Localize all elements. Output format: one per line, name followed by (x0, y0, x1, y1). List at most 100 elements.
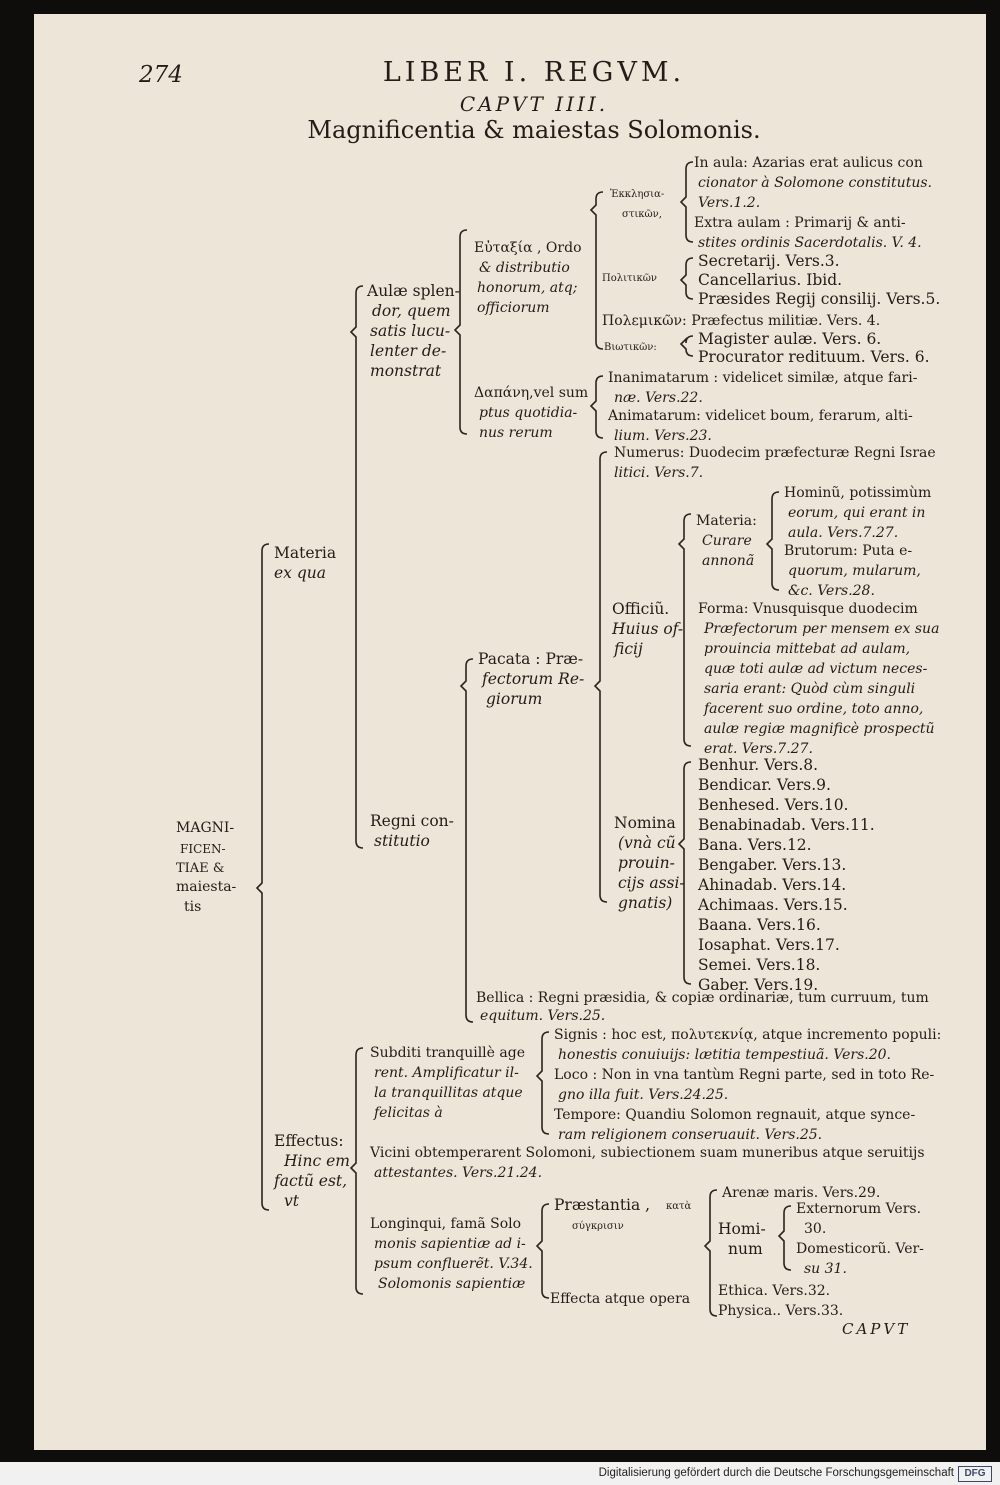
footer-text: Digitalisierung gefördert durch die Deut… (598, 1467, 954, 1479)
ethica-text: Ethica. Vers.32. (718, 1283, 831, 1299)
bracket (703, 1189, 718, 1317)
materia2-label: annonã (702, 553, 755, 569)
arenae-text: Arenæ maris. Vers.29. (722, 1185, 881, 1201)
pacata-label: fectorum Re- (482, 670, 585, 688)
subditi-label: Subditi tranquillè age (370, 1045, 525, 1061)
dapane-label: ptus quotidia- (479, 405, 578, 421)
domesticorum-text: Domesticorũ. Ver- (796, 1241, 924, 1257)
digitization-footer: Digitalisierung gefördert durch die Deut… (0, 1462, 1000, 1485)
cancellarius-text: Cancellarius. Ibid. (698, 271, 843, 289)
domesticorum-text: su 31. (804, 1261, 847, 1277)
page-number: 274 (139, 62, 183, 88)
dfg-logo: DFG (958, 1466, 992, 1482)
name-entry: Benhesed. Vers.10. (698, 796, 849, 814)
longinqui-text: Longinqui, famã Solo (370, 1216, 522, 1232)
chapter-subject: Magnificentia & maiestas Solomonis. (307, 116, 761, 144)
bracket (535, 1203, 550, 1299)
vicini-text: Vicini obtemperarent Solomoni, subiectio… (370, 1145, 925, 1161)
kata-label: κατὰ (666, 1201, 692, 1212)
book-page: 274 LIBER I. REGVM. CAPVT IIII. Magnific… (34, 14, 986, 1450)
extra-aulam-text: Extra aulam : Primarij & anti- (694, 215, 906, 231)
running-title: LIBER I. REGVM. (382, 57, 686, 88)
externorum-text: 30. (804, 1221, 827, 1237)
catchword: CAPVT (842, 1320, 911, 1338)
in-aula-text: In aula: Azarias erat aulicus con (694, 155, 923, 171)
bracket (777, 1205, 792, 1271)
root-term: TIAE & (176, 861, 225, 876)
animatarum-text: Animatarum: videlicet boum, ferarum, alt… (608, 408, 913, 424)
aulae-label: dor, quem (372, 302, 451, 320)
nomina-label: Nomina (614, 814, 676, 832)
secretarii-text: Secretarij. Vers.3. (698, 252, 840, 270)
longinqui-text: monis sapientiæ ad i- (374, 1236, 526, 1252)
subditi-label: felicitas à (374, 1105, 443, 1121)
forma-text: Præfectorum per mensem ex sua (704, 621, 940, 637)
solomonis-sapientiae-text: Solomonis sapientiæ (378, 1276, 526, 1292)
homi-num-label: num (728, 1240, 763, 1258)
eutaxia-label: officiorum (477, 300, 550, 316)
tempore-text: ram religionem conseruauit. Vers.25. (558, 1127, 823, 1143)
name-entry: Baana. Vers.16. (698, 916, 821, 934)
extra-aulam-text: stites ordinis Sacerdotalis. V. 4. (698, 235, 922, 251)
effecta-label: Effecta atque opera (550, 1291, 691, 1307)
aulae-label: lenter de- (370, 342, 447, 360)
regni-label: Regni con- (370, 812, 454, 830)
forma-text: aulæ regiæ magnificè prospectũ (704, 721, 935, 737)
nomina-label: cijs assi- (618, 874, 685, 892)
tempore-text: Tempore: Quandiu Solomon regnauit, atque… (554, 1107, 916, 1123)
effectus-label: vt (284, 1192, 299, 1210)
brutorum-text: &c. Vers.28. (788, 583, 875, 599)
forma-text: quæ toti aulæ ad victum neces- (704, 661, 928, 677)
bracket (765, 491, 780, 591)
polemikon-label: Πολεμικῶν: Præfectus militiæ. Vers. 4. (602, 313, 881, 329)
ekklesiastikon-label: στικῶν, (622, 209, 662, 220)
name-entry: Benabinadab. Vers.11. (698, 816, 875, 834)
effectus-label: Hinc em (284, 1152, 350, 1170)
eutaxia-label: & distributio (479, 260, 570, 276)
nomina-label: prouin- (618, 854, 675, 872)
name-entry: Gaber. Vers.19. (698, 976, 819, 994)
bracket (679, 335, 694, 357)
name-entry: Bengaber. Vers.13. (698, 856, 847, 874)
nomina-label: gnatis) (618, 894, 673, 912)
name-entry: Semei. Vers.18. (698, 956, 821, 974)
pacata-label: Pacata : Præ- (478, 650, 584, 668)
materia2-label: Curare (702, 533, 752, 549)
bracket (679, 257, 694, 300)
subditi-label: rent. Amplificatur il- (374, 1065, 519, 1081)
root-term: FICEN- (180, 842, 226, 856)
inanimatarum-text: Inanimatarum : videlicet similæ, atque f… (608, 370, 918, 386)
officium-label: Huius of- (612, 620, 684, 638)
materia-label: Materia (274, 544, 337, 562)
forma-text: erat. Vers.7.27. (704, 741, 813, 757)
name-entry: Achimaas. Vers.15. (698, 896, 848, 914)
name-entry: Bendicar. Vers.9. (698, 776, 831, 794)
root-term: maiesta- (176, 879, 237, 895)
materia-label: ex qua (274, 564, 326, 582)
bracket (679, 161, 694, 243)
bracket (459, 658, 474, 1023)
eutaxia-label: honorum, atq; (477, 280, 578, 296)
bracket (349, 1047, 364, 1295)
forma-text: saria erant: Quòd cùm singuli (704, 681, 916, 697)
forma-text: Forma: Vnusquisque duodecim (698, 601, 918, 617)
hominum-text: aula. Vers.7.27. (788, 525, 899, 541)
numerus-text: litici. Vers.7. (614, 465, 704, 481)
vicini-text: attestantes. Vers.21.24. (374, 1165, 543, 1181)
dapane-label: nus rerum (479, 425, 553, 441)
in-aula-text: cionator à Solomone constitutus. (698, 175, 932, 191)
bracket (593, 451, 608, 903)
bracket (453, 229, 468, 435)
bracket (677, 761, 692, 985)
subditi-label: la tranquillitas atque (374, 1085, 523, 1101)
forma-text: facerent suo ordine, toto anno, (704, 701, 924, 717)
pacata-label: giorum (486, 690, 543, 708)
physica-text: Physica.. Vers.33. (718, 1303, 844, 1319)
chapter-heading: CAPVT IIII. (459, 92, 609, 116)
longinqui-text: psum confluerẽt. V.34. (374, 1256, 533, 1272)
bellica-text: Bellica : Regni præsidia, & copiæ ordina… (476, 990, 929, 1006)
materia2-label: Materia: (696, 513, 757, 529)
effectus-label: factũ est, (274, 1172, 348, 1190)
praestantia-label: Præstantia , (554, 1196, 651, 1214)
name-entry: Bana. Vers.12. (698, 836, 812, 854)
